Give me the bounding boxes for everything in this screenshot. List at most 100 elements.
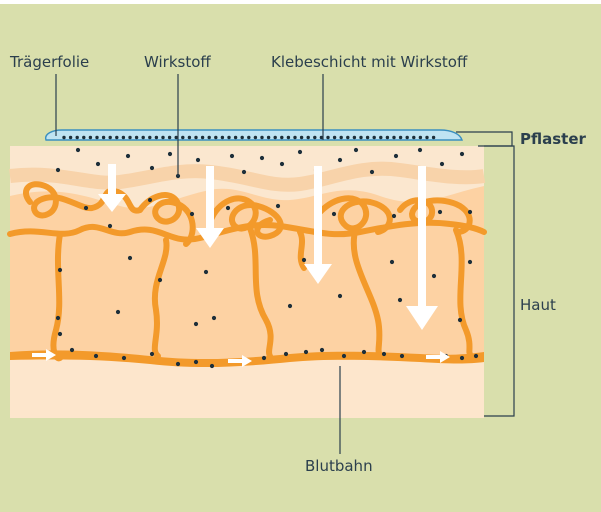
drug-molecule	[210, 364, 214, 368]
patch-dot	[201, 136, 204, 139]
patch-dot	[333, 136, 336, 139]
patch-dot	[69, 136, 72, 139]
patch-dot	[194, 136, 197, 139]
drug-molecule	[302, 258, 306, 262]
patch-dot	[425, 136, 428, 139]
patch-dot	[241, 136, 244, 139]
patch-dot	[280, 136, 283, 139]
patch-dot	[419, 136, 422, 139]
patch-dot	[340, 136, 343, 139]
drug-molecule	[458, 318, 462, 322]
patch-dot	[161, 136, 164, 139]
patch-dot	[188, 136, 191, 139]
drug-molecule	[304, 350, 308, 354]
patch-dot	[247, 136, 250, 139]
patch-dot	[326, 136, 329, 139]
drug-molecule	[338, 158, 342, 162]
drug-molecule	[150, 166, 154, 170]
patch-dot	[168, 136, 171, 139]
drug-molecule	[332, 212, 336, 216]
drug-molecule	[370, 170, 374, 174]
patch-dot	[221, 136, 224, 139]
patch-dot	[386, 136, 389, 139]
patch-dot	[95, 136, 98, 139]
drug-molecule	[468, 260, 472, 264]
drug-molecule	[400, 354, 404, 358]
drug-molecule	[84, 206, 88, 210]
patch-dot	[392, 136, 395, 139]
drug-molecule	[226, 206, 230, 210]
drug-molecule	[58, 268, 62, 272]
label-bloodstream: Blutbahn	[305, 457, 373, 475]
patch-dot	[287, 136, 290, 139]
patch-dot	[227, 136, 230, 139]
skin-block	[10, 146, 484, 418]
drug-molecule	[108, 224, 112, 228]
patch-dot	[307, 136, 310, 139]
patch-dot	[181, 136, 184, 139]
patch-dot	[293, 136, 296, 139]
drug-molecule	[440, 162, 444, 166]
drug-molecule	[242, 170, 246, 174]
drug-molecule	[276, 204, 280, 208]
patch-dot	[109, 136, 112, 139]
label-carrier-film: Trägerfolie	[10, 53, 89, 71]
drug-molecule	[122, 356, 126, 360]
label-adhesive-layer: Klebeschicht mit Wirkstoff	[271, 53, 467, 71]
skin-subcutis	[10, 360, 484, 418]
drug-molecule	[382, 352, 386, 356]
drug-molecule	[116, 310, 120, 314]
drug-molecule	[262, 356, 266, 360]
drug-molecule	[288, 304, 292, 308]
patch-dot	[366, 136, 369, 139]
drug-molecule	[432, 274, 436, 278]
drug-molecule	[56, 316, 60, 320]
drug-molecule	[212, 316, 216, 320]
vessel-stub	[300, 232, 304, 268]
drug-molecule	[196, 158, 200, 162]
patch-dot	[379, 136, 382, 139]
drug-molecule	[204, 270, 208, 274]
drug-molecule	[56, 168, 60, 172]
label-skin: Haut	[520, 296, 556, 314]
patch-dot	[274, 136, 277, 139]
drug-molecule	[460, 152, 464, 156]
drug-molecule	[398, 298, 402, 302]
drug-molecule	[94, 354, 98, 358]
patch-dot	[175, 136, 178, 139]
drug-molecule	[148, 198, 152, 202]
drug-molecule	[392, 214, 396, 218]
patch-dot	[76, 136, 79, 139]
patch-dot	[214, 136, 217, 139]
drug-molecule	[390, 260, 394, 264]
patch-dot	[62, 136, 65, 139]
drug-molecule	[168, 152, 172, 156]
patch-dot	[399, 136, 402, 139]
label-patch: Pflaster	[520, 130, 586, 148]
drug-molecule	[284, 352, 288, 356]
drug-molecule	[58, 332, 62, 336]
patch-dot	[208, 136, 211, 139]
patch-dot	[373, 136, 376, 139]
drug-molecule	[194, 360, 198, 364]
drug-molecule	[320, 348, 324, 352]
patch-dot	[148, 136, 151, 139]
drug-molecule	[298, 150, 302, 154]
patch-dot	[142, 136, 145, 139]
patch-dot	[128, 136, 131, 139]
drug-molecule	[280, 162, 284, 166]
drug-molecule	[176, 362, 180, 366]
drug-molecule	[342, 354, 346, 358]
drug-molecule	[70, 348, 74, 352]
patch-dot	[406, 136, 409, 139]
drug-molecule	[260, 156, 264, 160]
drug-molecule	[338, 294, 342, 298]
label-active-ingredient: Wirkstoff	[144, 53, 211, 71]
bracket-patch	[456, 132, 512, 146]
drug-molecule	[128, 256, 132, 260]
patch-dot	[82, 136, 85, 139]
patch-dot	[135, 136, 138, 139]
patch-dot	[254, 136, 257, 139]
drug-molecule	[394, 154, 398, 158]
